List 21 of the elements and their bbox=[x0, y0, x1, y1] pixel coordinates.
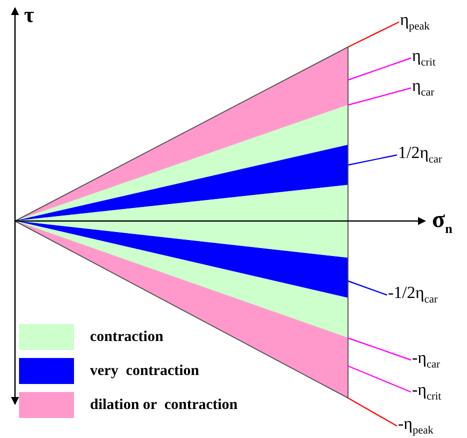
line-label: -η$_{crit}$ bbox=[412, 380, 442, 406]
leader-line bbox=[348, 87, 412, 106]
axis-label: σ$_{n}$ bbox=[432, 207, 452, 238]
line-label: -η$_{peak}$ bbox=[398, 414, 434, 438]
line-label: η$_{peak}$ bbox=[400, 10, 430, 36]
leader-line bbox=[348, 57, 412, 81]
line-label: -η$_{car}$ bbox=[412, 348, 440, 374]
leader-line bbox=[348, 397, 398, 427]
line-label: η$_{crit}$ bbox=[412, 46, 436, 72]
legend-text: very contraction bbox=[90, 362, 200, 381]
line-label: -1/2η$_{car}$ bbox=[388, 283, 438, 310]
legend-text: contraction bbox=[90, 328, 164, 347]
line-label: η$_{car}$ bbox=[412, 76, 434, 102]
legend-text: dilation or contraction bbox=[90, 396, 238, 415]
leader-line bbox=[348, 365, 412, 393]
leader-line bbox=[348, 280, 388, 296]
line-label: 1/2η$_{car}$ bbox=[398, 143, 442, 170]
leader-line bbox=[348, 337, 412, 361]
axis-label: τ bbox=[24, 2, 34, 28]
leader-line bbox=[348, 154, 398, 166]
leader-line bbox=[348, 21, 400, 48]
